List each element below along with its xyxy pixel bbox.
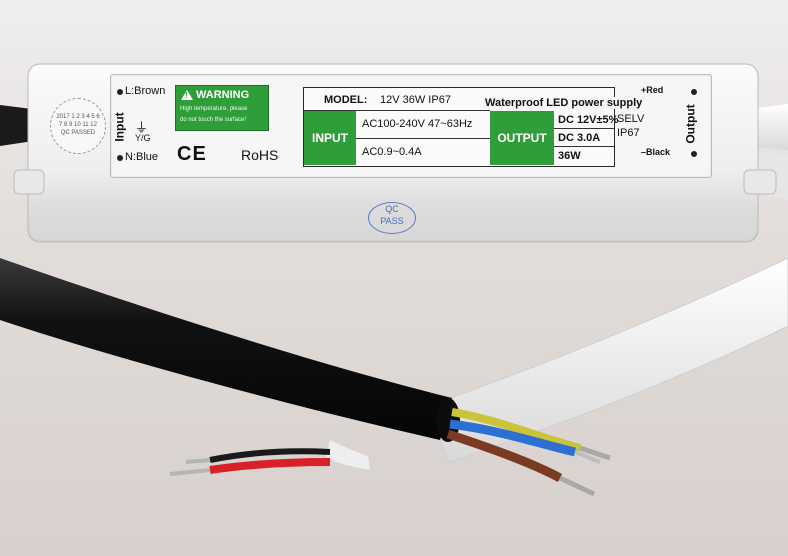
wire-red (209, 458, 331, 474)
ip-rating: IP67 (617, 127, 640, 139)
plus-red-label: +Red (641, 85, 664, 95)
qc-seal-text: 2017 1 2 3 4 5 6 7 8 9 10 11 12 QC PASSE… (56, 114, 100, 136)
output-current: DC 3.0A (558, 132, 601, 144)
input-current: AC0.9~0.4A (362, 146, 422, 158)
wire-terminal-3 (558, 475, 596, 497)
wire-terminal-black (185, 458, 211, 464)
qc-seal: 2017 1 2 3 4 5 6 7 8 9 10 11 12 QC PASSE… (50, 98, 106, 154)
l-wire-label: L:Brown (125, 85, 166, 97)
black-cable-foreground (0, 258, 452, 440)
spec-table: MODEL: 12V 36W IP67 INPUT AC100-240V 47~… (303, 87, 619, 167)
row-line-1 (304, 110, 490, 111)
input-side-label: Input (112, 112, 127, 142)
case-right-tab (743, 169, 777, 195)
selv-label: SELV (617, 113, 645, 125)
output-voltage: DC 12V±5% (558, 114, 619, 126)
warning-title: WARNING (196, 89, 250, 101)
wire-blue (449, 419, 577, 457)
wire-terminal-2 (574, 450, 601, 464)
wire-terminal-1 (579, 445, 611, 461)
wire-black (209, 448, 331, 463)
ground-symbol: ⏚ (135, 120, 149, 135)
warning-line-1: High temperature, please (180, 106, 248, 112)
row-line-2 (356, 138, 490, 139)
ce-mark: CE (177, 143, 207, 165)
wire-terminal-red (169, 468, 211, 476)
white-cable-foreground (429, 257, 788, 463)
model-label: MODEL: (324, 94, 368, 106)
row-line-3 (554, 128, 614, 129)
l-dot (117, 89, 123, 95)
qc-stamp-bottom: PASS (380, 216, 404, 226)
wire-yellow-green (451, 408, 581, 452)
output-cell: OUTPUT (490, 111, 554, 165)
product-label: Input L:Brown ⏚ Y/G N:Blue WARNING High … (110, 74, 712, 178)
qc-stamp-top: QC (385, 204, 399, 214)
model-value: 12V 36W IP67 (380, 94, 451, 106)
product-type: Waterproof LED power supply (483, 97, 645, 109)
qc-pass-stamp: QC PASS (368, 202, 416, 234)
output-side-label: Output (683, 104, 698, 144)
n-wire-label: N:Blue (125, 151, 159, 163)
n-dot (117, 155, 123, 161)
row-line-4 (554, 146, 614, 147)
output-power: 36W (558, 150, 581, 162)
input-voltage: AC100-240V 47~63Hz (362, 118, 473, 130)
warning-triangle-icon (181, 90, 193, 100)
input-cell: INPUT (304, 111, 356, 165)
plus-dot (691, 89, 697, 95)
ground-label: Y/G (135, 133, 151, 143)
warning-box: WARNING High temperature, please do not … (175, 85, 269, 131)
minus-black-label: –Black (641, 147, 671, 157)
rohs-mark: RoHS (241, 147, 279, 163)
white-cable-end-left (326, 440, 370, 470)
case-left-tab (13, 169, 45, 195)
minus-dot (691, 151, 697, 157)
warning-line-2: do not touch the surface! (180, 117, 247, 123)
wire-brown (446, 429, 563, 482)
